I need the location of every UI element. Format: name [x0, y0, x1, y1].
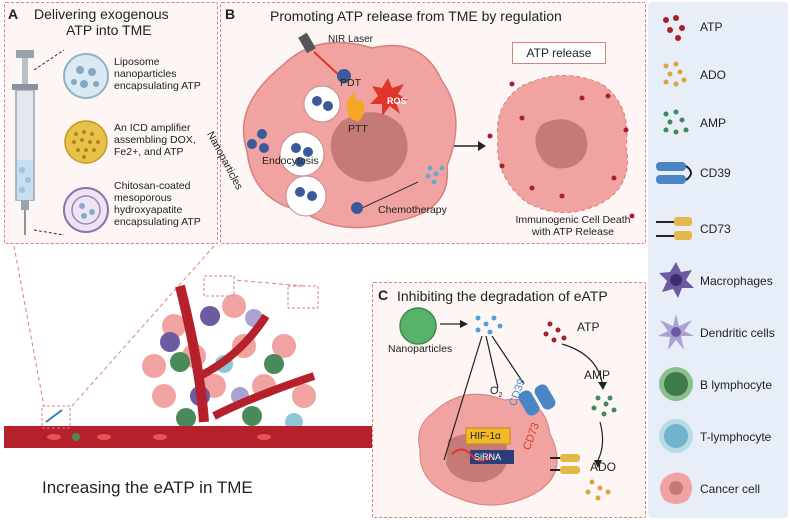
legend-item-cancer-cell: Cancer cell	[648, 468, 788, 508]
legend-label-atp: ATP	[700, 20, 723, 34]
legend-label-amp: AMP	[700, 116, 727, 130]
atp-label-c: ATP	[577, 320, 600, 334]
panel-a-title-line2: ATP into TME	[66, 22, 152, 38]
legend-item-b-lymphocyte: B lymphocyte	[648, 364, 788, 404]
nir-laser-label: NIR Laser	[328, 34, 374, 45]
dendritic-cell-icon	[658, 314, 694, 350]
item1-line2: nanoparticles	[114, 68, 177, 80]
legend-label-cancer-cell: Cancer cell	[700, 482, 761, 496]
o2-text: O	[490, 385, 499, 397]
cd39-icon	[656, 162, 692, 184]
panel-a-item2-text: An ICD amplifier assembling DOX, Fe2+, a…	[114, 122, 196, 158]
item2-line2: assembling DOX,	[114, 134, 196, 146]
legend-label-cd39: CD39	[700, 166, 731, 180]
panel-a-item1-text: Liposome nanoparticles encapsulating ATP	[114, 56, 201, 92]
t-lymphocyte-icon	[659, 419, 693, 453]
sirna-label: SiRNA	[474, 452, 502, 462]
macrophage-icon	[659, 262, 694, 298]
panel-a-title-line1: Delivering exogenous	[34, 6, 169, 22]
item3-line3: hydroxyapatite	[114, 204, 183, 216]
item3-line2: mesoporous	[114, 192, 172, 204]
b-lymphocyte-icon	[659, 367, 693, 401]
atp-dots-icon	[663, 15, 685, 41]
amp-dots-icon	[663, 109, 689, 135]
pdt-label: PDT	[340, 77, 361, 89]
legend-panel: ATP ADO AMP CD39 CD73 Macrophages Dendri…	[648, 2, 788, 518]
panel-c-title: Inhibiting the degradation of eATP	[397, 288, 608, 304]
panel-a-item3-text: Chitosan-coated mesoporous hydroxyapatit…	[114, 180, 201, 228]
panel-a	[4, 2, 218, 244]
ros-label: ROS	[387, 96, 407, 106]
item1-line3: encapsulating ATP	[114, 80, 201, 92]
o2-sub: 2	[498, 392, 503, 400]
legend-item-amp: AMP	[648, 104, 788, 144]
ado-dots-icon	[663, 61, 687, 87]
icd-line2: with ATP Release	[532, 226, 614, 238]
nanoparticles-label-c: Nanoparticles	[388, 343, 453, 355]
legend-item-dendritic-cells: Dendritic cells	[648, 312, 788, 352]
hif-label: HIF-1α	[470, 431, 501, 442]
tissue-illustration	[4, 246, 374, 448]
panel-b-title: Promoting ATP release from TME by regula…	[270, 8, 562, 24]
cancer-cell-icon	[660, 472, 692, 504]
item2-line3: Fe2+, and ATP	[114, 146, 184, 158]
panel-b-letter: B	[225, 6, 236, 22]
legend-item-t-lymphocyte: T-lymphocyte	[648, 416, 788, 456]
o2-label: O2	[490, 386, 502, 401]
endocytosis-label: Endocytosis	[262, 155, 319, 167]
legend-label-ado: ADO	[700, 68, 727, 82]
legend-item-cd73: CD73	[648, 210, 788, 250]
legend-label-b-lymphocyte: B lymphocyte	[700, 378, 773, 392]
legend-item-atp: ATP	[648, 8, 788, 48]
item3-line1: Chitosan-coated	[114, 180, 191, 192]
legend-item-cd39: CD39	[648, 154, 788, 194]
ptt-label: PTT	[348, 123, 368, 135]
ado-label-c: ADO	[590, 460, 617, 474]
legend-item-macrophages: Macrophages	[648, 260, 788, 300]
legend-label-cd73: CD73	[700, 222, 731, 236]
legend-label-t-lymphocyte: T-lymphocyte	[700, 430, 772, 444]
atp-release-box: ATP release	[512, 42, 606, 64]
chemotherapy-label: Chemotherapy	[378, 204, 447, 216]
legend-label-macrophages: Macrophages	[700, 274, 773, 288]
legend-item-ado: ADO	[648, 56, 788, 96]
icd-label: Immunogenic Cell Death with ATP Release	[510, 214, 636, 238]
panel-c-illustration	[399, 307, 617, 506]
panel-b-illustration	[242, 32, 635, 229]
legend-label-dendritic-cells: Dendritic cells	[700, 326, 775, 340]
amp-label-c: AMP	[584, 368, 611, 382]
item2-line1: An ICD amplifier	[114, 122, 191, 134]
item3-line4: encapsulating ATP	[114, 216, 201, 228]
syringe-illustration	[12, 49, 109, 236]
cd73-icon	[656, 217, 692, 240]
item1-line1: Liposome	[114, 56, 160, 68]
bottom-caption: Increasing the eATP in TME	[42, 478, 253, 497]
icd-line1: Immunogenic Cell Death	[515, 214, 631, 226]
panel-c-letter: C	[378, 287, 389, 303]
panel-a-letter: A	[8, 6, 19, 22]
